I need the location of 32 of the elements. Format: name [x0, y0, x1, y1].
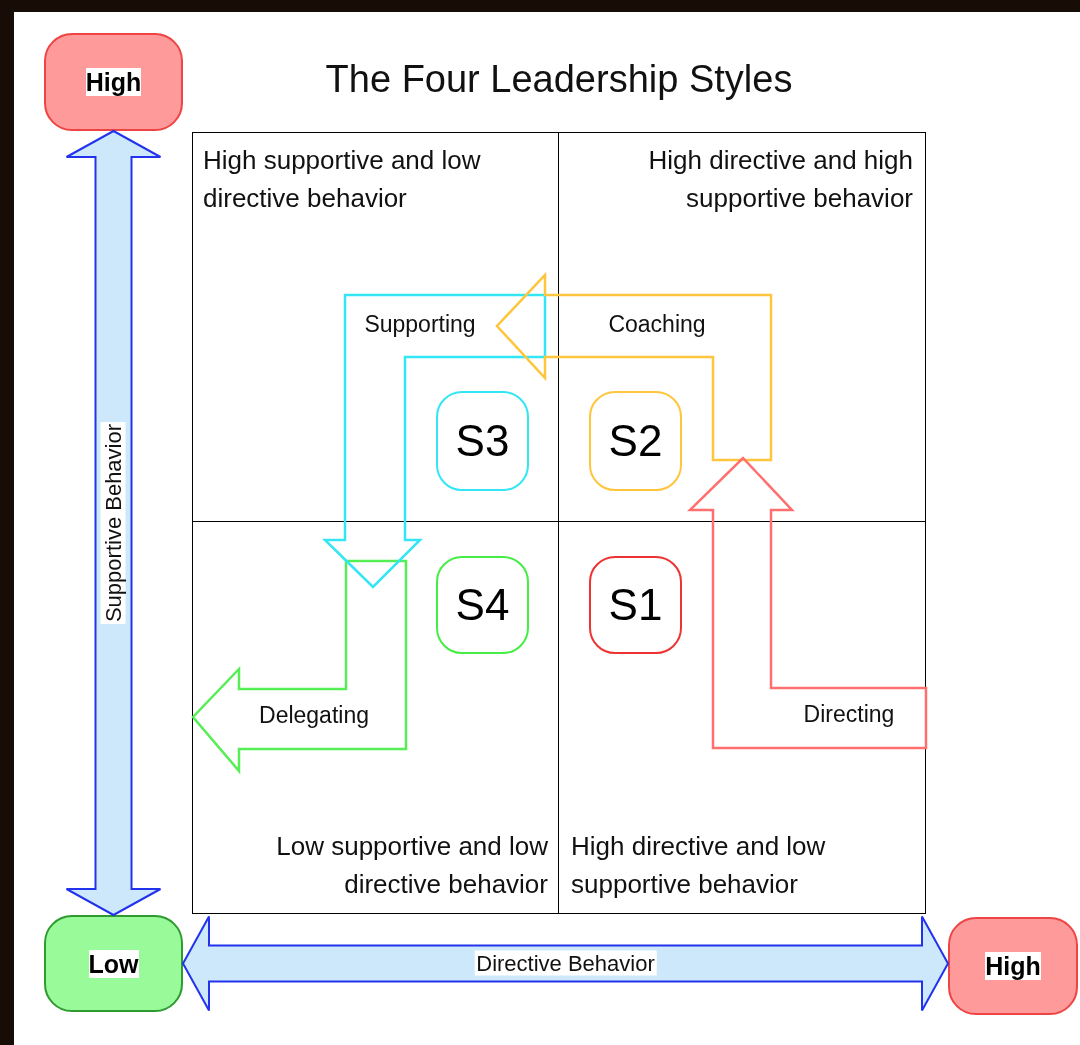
quadrant-box	[558, 132, 926, 522]
edge-label: Directive Behavior	[474, 950, 657, 975]
quadrant-text: High directive and high supportive behavior	[647, 144, 913, 215]
quadrant-box	[558, 521, 926, 914]
axis-end-label: High	[985, 952, 1041, 980]
axis-end-box	[44, 33, 183, 131]
quadrant-box	[192, 521, 559, 914]
quadrant-text: High supportive and low directive behavior	[203, 144, 482, 215]
block-arrow	[323, 293, 547, 589]
style-code: S4	[455, 581, 510, 629]
diagram-title: The Four Leadership Styles	[325, 58, 793, 100]
style-code: S2	[608, 417, 663, 465]
style-badge	[436, 391, 529, 491]
axis-end-box	[948, 917, 1078, 1015]
arrow-label: Directing	[803, 701, 895, 727]
style-code: S1	[608, 581, 663, 629]
arrow-label: Coaching	[608, 311, 706, 337]
block-arrow	[191, 559, 408, 773]
arrow-label: Delegating	[259, 702, 369, 728]
style-badge	[589, 556, 682, 654]
quadrant-text: Low supportive and low directive behavior	[275, 830, 548, 901]
quadrant-box	[192, 132, 559, 522]
style-badge	[589, 391, 682, 491]
style-badge	[436, 556, 529, 654]
style-code: S3	[455, 417, 510, 465]
edge-label: Supportive Behavior	[100, 421, 125, 625]
quadrant-text: High directive and low supportive behavior	[571, 830, 827, 901]
axis-end-label: Low	[88, 949, 139, 978]
axis-end-box	[44, 915, 183, 1012]
axis-end-label: High	[85, 68, 142, 96]
block-arrow	[688, 456, 928, 750]
arrow-label: Supporting	[364, 311, 476, 337]
